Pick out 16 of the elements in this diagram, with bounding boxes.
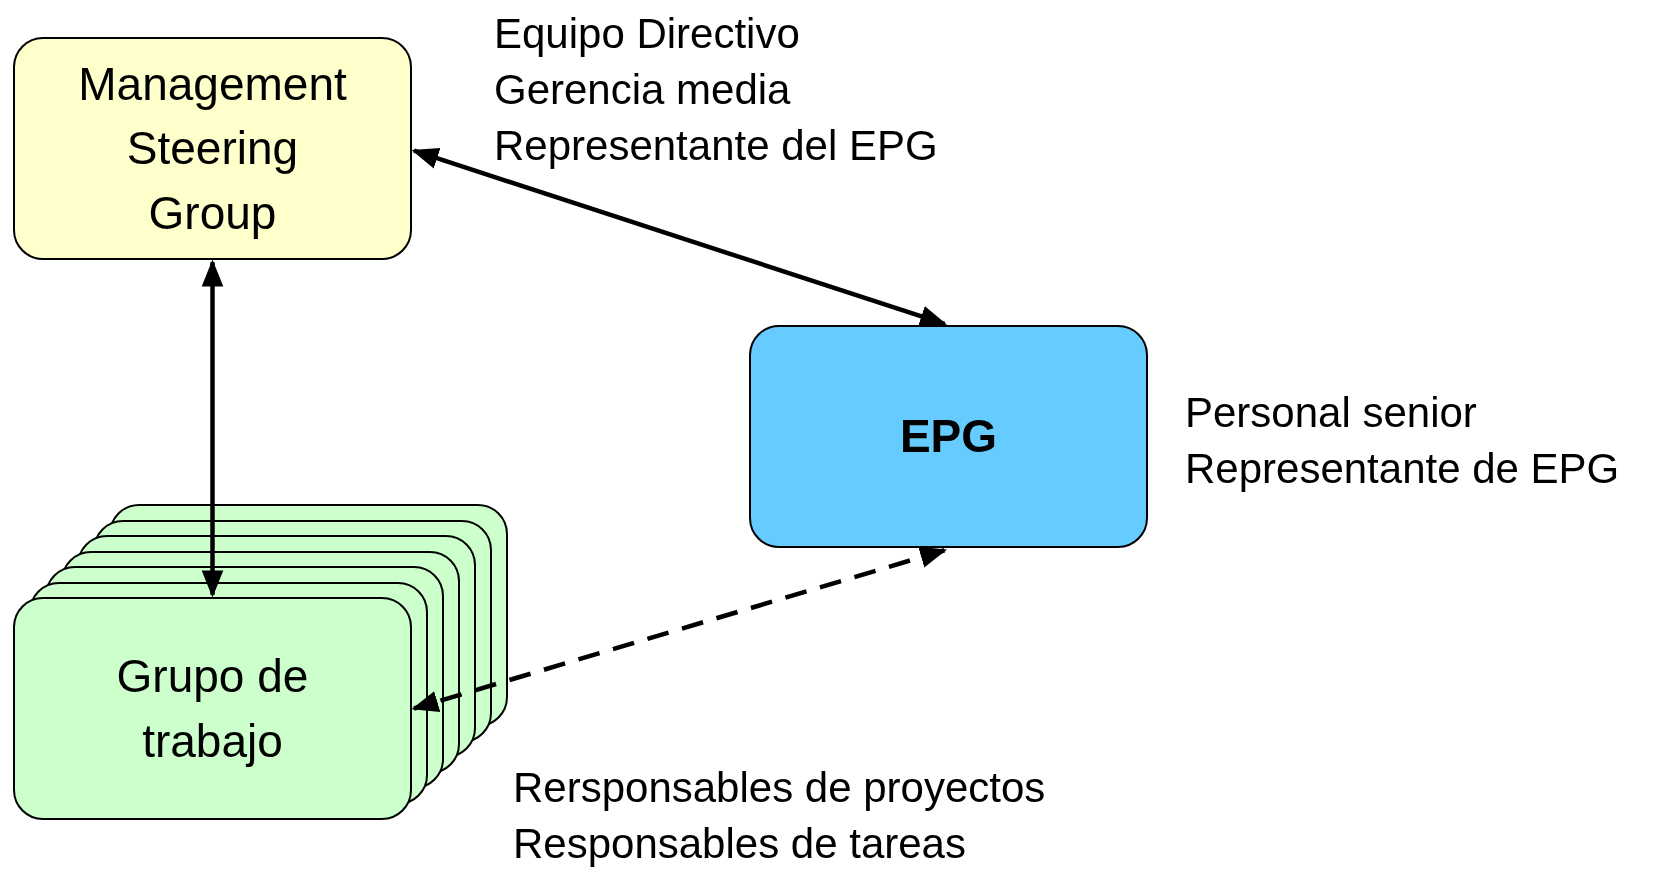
box-label: Grupo de trabajo	[115, 649, 310, 769]
annotation-text: Responsables de tareas	[513, 819, 967, 869]
box-label: EPG	[899, 409, 998, 465]
process-box	[749, 325, 1148, 548]
annotation-text: Personal senior	[1185, 388, 1478, 438]
annotation-text: Gerencia media	[494, 65, 792, 115]
annotation-text: Equipo Directivo	[494, 9, 801, 59]
dashed-arrow	[411, 546, 948, 712]
annotation-text: Representante del EPG	[494, 121, 938, 171]
annotation-text: Rersponsables de proyectos	[513, 763, 1046, 813]
arrow	[411, 148, 948, 327]
annotation-text: Representante de EPG	[1185, 444, 1620, 494]
box-label: Management Steering Group	[77, 56, 348, 241]
process-box	[13, 37, 412, 260]
process-box	[13, 597, 412, 820]
arrow	[201, 259, 224, 598]
